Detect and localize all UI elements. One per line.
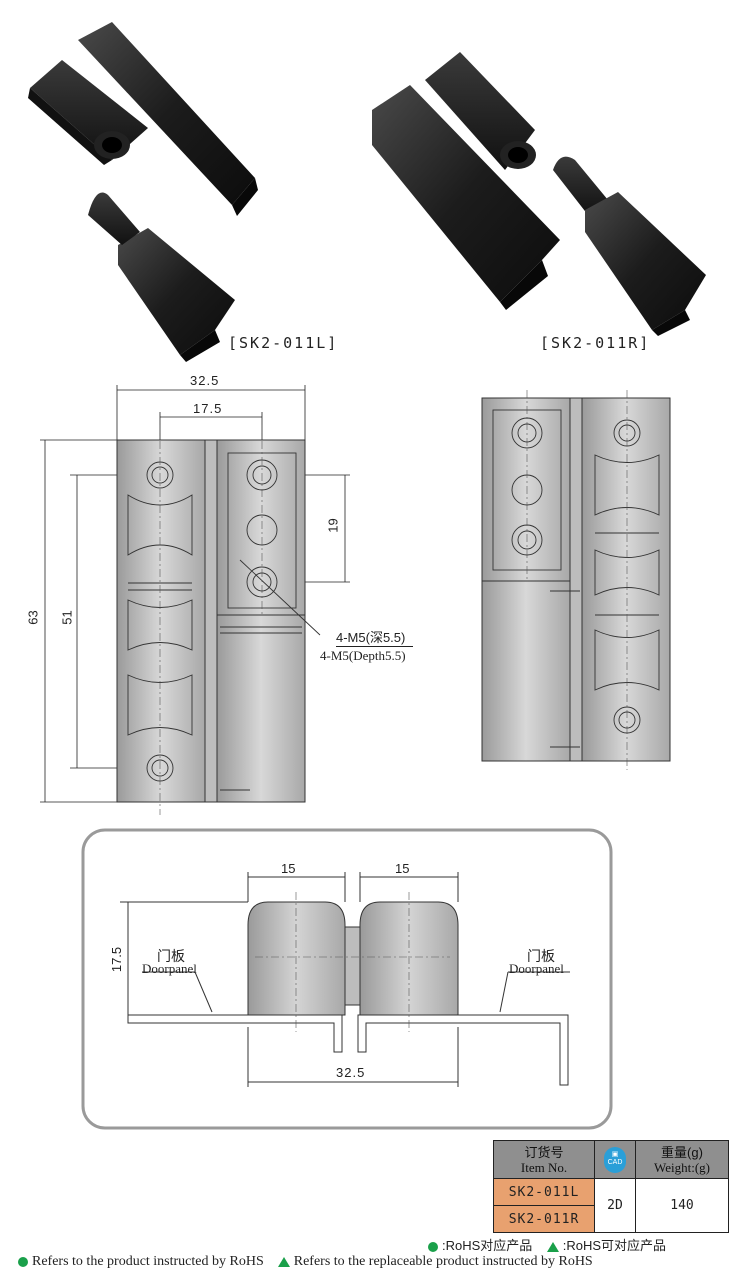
header-weight-cn: 重量(g) [661, 1144, 703, 1160]
front-view-right-drawing [481, 390, 671, 770]
caption-right: [SK2-011R] [540, 334, 651, 352]
installation-drawing [81, 828, 613, 1130]
dim-height: 63 [25, 610, 41, 625]
hinge-photo-left [28, 22, 258, 362]
product-photos [28, 22, 706, 362]
door-panel-right-en: Doorpanel [509, 961, 564, 976]
dim-install-total: 32.5 [336, 1065, 366, 1080]
header-item-en: Item No. [520, 1159, 568, 1175]
door-panel-right-cn: 门板 [527, 948, 555, 964]
header-item-cn: 订货号 [524, 1144, 564, 1160]
rohs-dot-icon [428, 1241, 438, 1252]
thread-note-cn: 4-M5(深5.5) [336, 627, 414, 647]
legend-cn: :RoHS对应产品 :RoHS可对应产品 [428, 1235, 666, 1254]
dim-install-height: 17.5 [109, 946, 125, 973]
order-table: 订货号 Item No. ▣CAD 重量(g) Weight:(g) SK2-0… [493, 1140, 729, 1233]
table-row-item: SK2-011R [493, 1205, 595, 1233]
dim-left-width: 15 [281, 861, 296, 876]
rohs-triangle-icon [546, 1241, 559, 1252]
caption-left: [SK2-011L] [228, 334, 339, 352]
dim-small: 19 [325, 518, 341, 533]
front-view-drawing [40, 385, 350, 815]
rohs-dot-icon [18, 1256, 28, 1267]
thread-note-en: 4-M5(Depth5.5) [320, 648, 406, 663]
legend-cn-replace: :RoHS可对应产品 [562, 1238, 667, 1253]
header-item: 订货号 Item No. [493, 1140, 595, 1179]
cad-value: 2D [594, 1178, 636, 1233]
dim-pin-offset: 17.5 [193, 401, 223, 416]
legend-en: Refers to the product instructed by RoHS… [18, 1254, 593, 1270]
header-weight: 重量(g) Weight:(g) [635, 1140, 729, 1179]
header-cad: ▣CAD [594, 1140, 636, 1179]
dim-right-width: 15 [395, 861, 410, 876]
cad-icon: ▣CAD [604, 1146, 626, 1173]
dim-total-width: 32.5 [190, 373, 220, 388]
legend-en-rohs: Refers to the product instructed by RoHS [32, 1254, 264, 1269]
dim-hole-spacing: 51 [59, 610, 75, 625]
header-weight-en: Weight:(g) [654, 1159, 710, 1175]
door-panel-left-cn: 门板 [157, 948, 185, 964]
table-row-item: SK2-011L [493, 1178, 595, 1206]
rohs-triangle-icon [277, 1256, 290, 1267]
weight-value: 140 [635, 1178, 729, 1233]
legend-en-replace: Refers to the replaceable product instru… [293, 1254, 593, 1269]
legend-cn-rohs: :RoHS对应产品 [442, 1238, 533, 1253]
hinge-photo-right [372, 52, 706, 336]
door-panel-left-en: Doorpanel [142, 961, 197, 976]
